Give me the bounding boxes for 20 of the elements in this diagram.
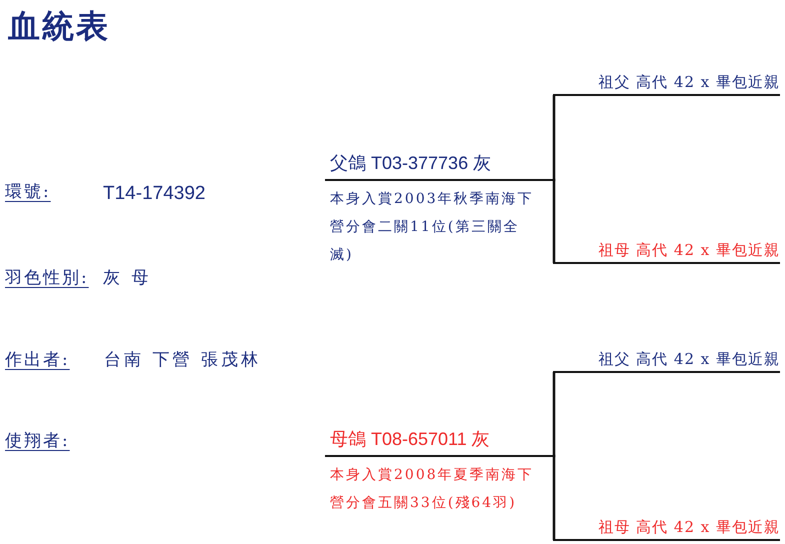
ancestor-line: 祖母 高代 42 x 畢包近親 <box>553 240 780 264</box>
ancestor-line: 祖母 高代 42 x 畢包近親 <box>553 517 780 541</box>
field-label: 環號: <box>5 181 51 204</box>
field-value: 台南 下營 張茂林 <box>104 349 261 372</box>
race-record: 本身入賞2003年秋季南海下營分會二關11位(第三關全滅) <box>329 190 535 265</box>
bracket-line <box>552 372 556 458</box>
bracket-line <box>552 178 556 263</box>
field-label: 作出者: <box>5 349 70 372</box>
field-value: T14-174392 <box>103 182 206 206</box>
title: 血統表 <box>8 6 110 47</box>
field-value: 灰 母 <box>103 267 152 290</box>
bracket-line <box>552 95 556 182</box>
field-label: 使翔者: <box>5 430 70 453</box>
bracket-line <box>552 454 556 540</box>
pigeon-name: 父鴿 T03-377736 灰 <box>325 150 553 181</box>
field-label: 羽色性別: <box>5 267 89 290</box>
race-record: 本身入賞2008年夏季南海下營分會五關33位(殘64羽) <box>329 466 535 513</box>
ancestor-line: 祖父 高代 42 x 畢包近親 <box>553 349 780 373</box>
pigeon-name: 母鴿 T08-657011 灰 <box>325 426 553 457</box>
ancestor-line: 祖父 高代 42 x 畢包近親 <box>553 72 780 96</box>
